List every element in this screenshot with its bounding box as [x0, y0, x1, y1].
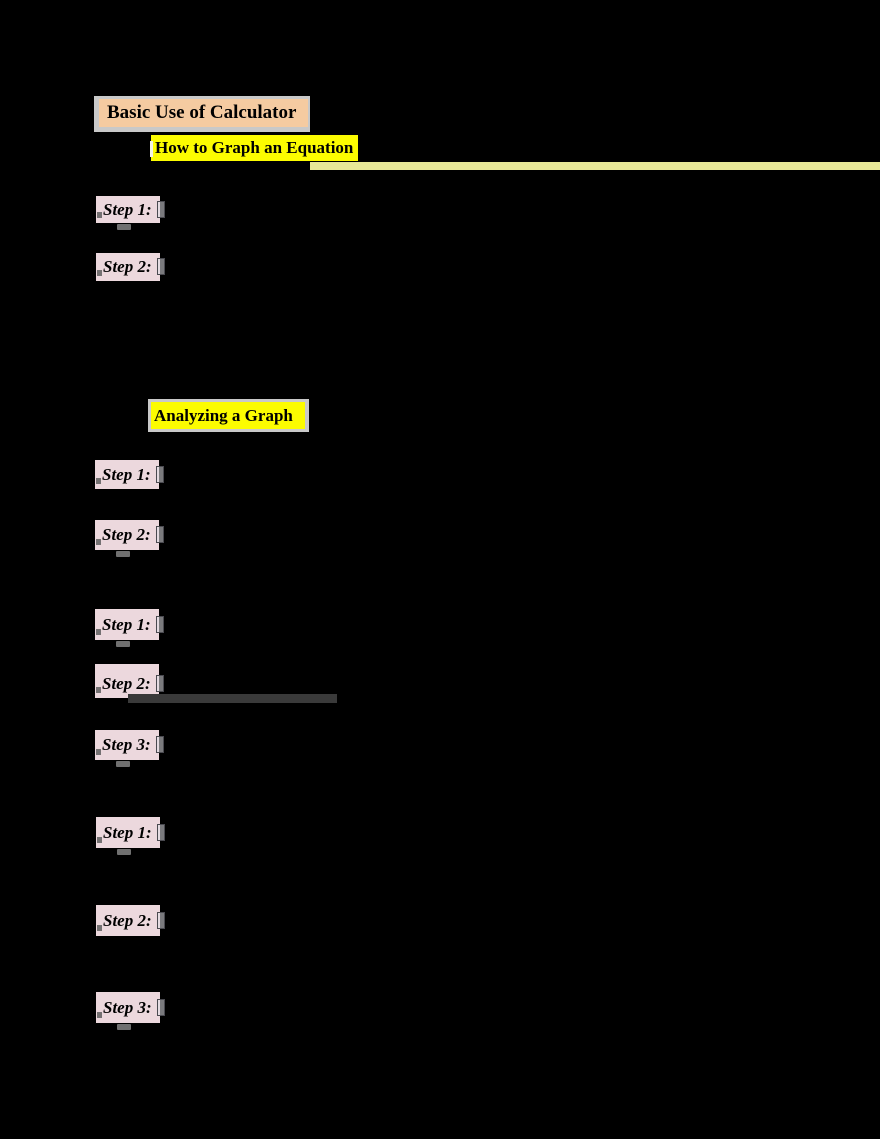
empty-glyph-box-icon [157, 258, 165, 275]
step-label-highlight: Step 1: [96, 817, 165, 855]
step-label-highlight: Step 1: [96, 196, 165, 230]
smudge-mark-icon [117, 849, 131, 855]
step-label: Step 1: [103, 822, 152, 842]
step-label: Step 1: [103, 199, 152, 219]
step-label-highlight: Step 2: [96, 253, 165, 281]
hidden-char-icon [96, 749, 101, 755]
step-label-highlight: Step 2: [95, 664, 164, 698]
section-heading-analyzing-graph: Analyzing a Graph [151, 402, 305, 429]
smudge-mark-icon [116, 641, 130, 647]
hidden-char-icon [97, 270, 102, 276]
empty-glyph-box-icon [156, 615, 164, 633]
step-label: Step 1: [102, 464, 151, 484]
highlight-band [310, 162, 880, 170]
hidden-char-icon [96, 478, 101, 484]
hidden-char-icon [97, 1012, 102, 1018]
empty-glyph-box-icon [156, 526, 164, 543]
step-label: Step 1: [102, 614, 151, 634]
step-label-highlight: Step 1: [95, 609, 164, 647]
step-label: Step 2: [102, 674, 151, 693]
empty-glyph-box-icon [157, 200, 165, 218]
hidden-char-icon [96, 539, 101, 545]
empty-glyph-box-icon [156, 465, 164, 483]
step-label: Step 2: [102, 525, 151, 544]
hidden-char-icon [96, 629, 101, 635]
main-heading: Basic Use of Calculator [99, 99, 308, 127]
hidden-char-icon [96, 687, 101, 693]
smudge-mark-icon [117, 1024, 131, 1030]
hidden-char-icon [97, 212, 102, 218]
step-label-highlight: Step 2: [95, 520, 164, 557]
section-heading-how-to-graph: How to Graph an Equation [151, 135, 358, 161]
step-label: Step 3: [103, 997, 152, 1017]
step-label-highlight: Step 2: [96, 905, 165, 936]
step-label: Step 2: [103, 257, 152, 276]
empty-glyph-box-icon [156, 736, 164, 753]
hidden-char-icon [97, 837, 102, 843]
step-label: Step 3: [102, 735, 151, 754]
step-label-highlight: Step 1: [95, 460, 164, 489]
smudge-mark-icon [117, 224, 131, 230]
empty-glyph-box-icon [157, 911, 165, 929]
divider-line [128, 694, 337, 703]
empty-glyph-box-icon [157, 823, 165, 841]
empty-glyph-box-icon [157, 998, 165, 1016]
cursor-tick-icon [150, 141, 153, 157]
empty-glyph-box-icon [156, 675, 164, 692]
smudge-mark-icon [116, 761, 130, 767]
smudge-mark-icon [116, 551, 130, 557]
step-label: Step 2: [103, 910, 152, 930]
step-label-highlight: Step 3: [96, 992, 165, 1030]
hidden-char-icon [97, 925, 102, 931]
step-label-highlight: Step 3: [95, 730, 164, 767]
